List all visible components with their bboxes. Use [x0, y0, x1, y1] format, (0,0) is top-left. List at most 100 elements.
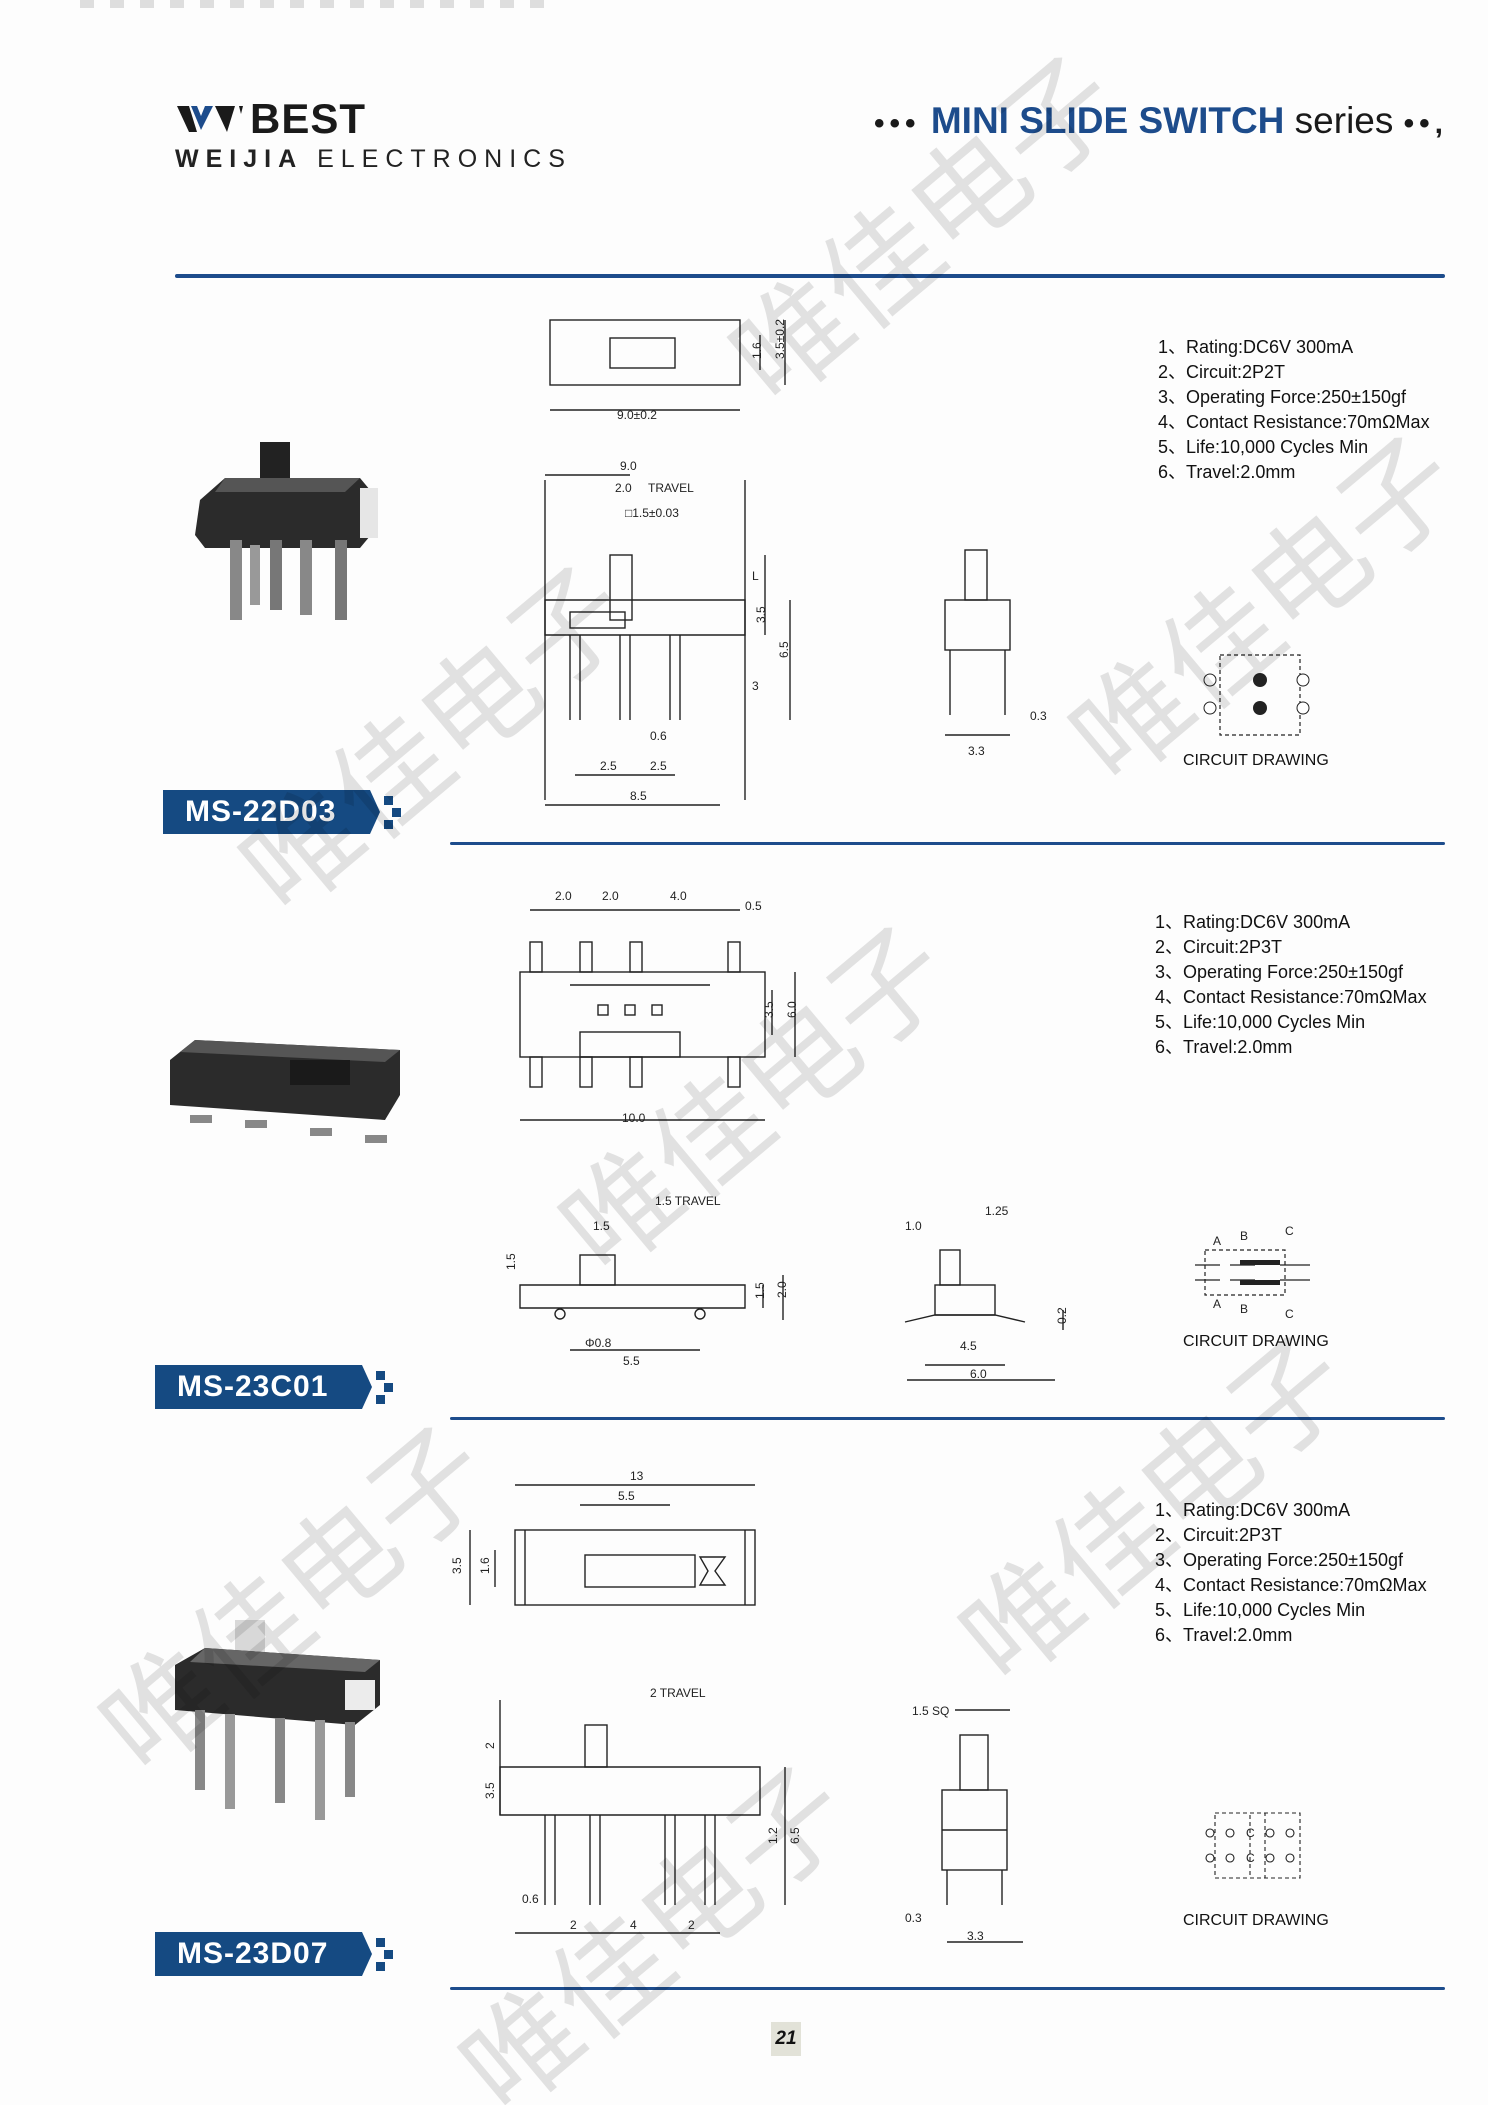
dim-base: 8.5	[630, 789, 647, 803]
dim-pitch-2: 2.5	[650, 759, 667, 773]
dim-pin-pitch-3: 2	[688, 1918, 695, 1932]
specs-list-ms-22d03: 1、Rating:DC6V 300mA 2、Circuit:2P2T 3、Ope…	[1158, 335, 1430, 485]
circuit-letter-a-2: A	[1213, 1297, 1221, 1311]
circuit-diagram-ms-22d03	[1203, 654, 1310, 736]
circuit-letter-c-2: C	[1285, 1307, 1294, 1321]
company-name-bold: WEIJIA	[175, 145, 304, 173]
front-view-ms-23d07: 2 TRAVEL 2 3.5 1.2 6.5 0.6 2 4 2	[483, 1686, 802, 1934]
dim-pin: 0.6	[522, 1892, 539, 1906]
model-name: MS-23D07	[155, 1932, 351, 1976]
switch-photo-ms-22d03	[195, 442, 378, 620]
circuit-letter-b-2: B	[1240, 1302, 1248, 1316]
dim-side-3: 0.2	[1055, 1307, 1069, 1324]
section-rule-1	[450, 842, 1445, 845]
dim-knob-square: 1.5 SQ	[912, 1704, 949, 1718]
spec-rating: 1、Rating:DC6V 300mA	[1158, 337, 1354, 357]
model-tag-ms-23d07: MS-23D07	[155, 1932, 400, 1976]
spec-travel: 6、Travel:2.0mm	[1158, 462, 1296, 482]
dimension-drawing-ms-22d03: 9.0±0.2 1.6 3.5±0.2 9.0 2.0 TRAVEL □1.5±…	[544, 319, 791, 806]
spec-operating-force: 3、Operating Force:250±150gf	[1155, 962, 1404, 982]
dim-travel: 2 TRAVEL	[650, 1686, 706, 1700]
dim-pin-width: 0.6	[650, 729, 667, 743]
model-tag-ms-23c01: MS-23C01	[155, 1365, 400, 1409]
spec-contact-resistance: 4、Contact Resistance:70mΩMax	[1155, 987, 1427, 1007]
dim-pitch-3: 4.0	[670, 889, 687, 903]
dim-side-1: 1.0	[905, 1219, 922, 1233]
spec-operating-force: 3、Operating Force:250±150gf	[1158, 387, 1407, 407]
dim-t1: 2	[483, 1742, 497, 1749]
brand-name: BEST	[250, 95, 367, 142]
side-view-ms-23d07: 1.5 SQ 0.3 3.3	[905, 1704, 1023, 1943]
page-number: 21	[771, 2022, 801, 2056]
dim-body-height-1: 1.5	[753, 1282, 767, 1299]
section-rule-3	[450, 1987, 1445, 1990]
dim-hole-spacing: 5.5	[623, 1354, 640, 1368]
circuit-diagram-ms-23c01: A B C A B C	[1195, 1224, 1310, 1321]
dim-h2: 1.6	[478, 1557, 492, 1574]
circuit-drawing-label: CIRCUIT DRAWING	[1183, 1912, 1329, 1929]
dim-side-5: 6.0	[970, 1367, 987, 1381]
dim-side-pin: 0.3	[905, 1911, 922, 1925]
switch-photo-ms-23d07	[175, 1620, 380, 1820]
dim-h1: 3.5	[754, 606, 768, 623]
dim-h3: 3	[752, 679, 759, 693]
top-view-ms-23d07: 13 5.5 3.5 1.6	[450, 1469, 756, 1606]
dim-knob: □1.5±0.03	[625, 506, 679, 520]
section-rule-2	[450, 1417, 1445, 1420]
model-tag-ms-22d03: MS-22D03	[163, 790, 408, 834]
spec-life: 5、Life:10,000 Cycles Min	[1155, 1012, 1366, 1032]
dim-side-4: 4.5	[960, 1339, 977, 1353]
series-title: ••• MINI SLIDE SWITCH series ••,	[874, 100, 1448, 142]
company-name: WEIJIA ELECTRONICS	[175, 145, 572, 174]
tag-chevron-icon	[350, 1932, 394, 1976]
dim-h2: 6.0	[785, 1001, 799, 1018]
spec-contact-resistance: 4、Contact Resistance:70mΩMax	[1158, 412, 1430, 432]
dim-t4: 6.5	[788, 1827, 802, 1844]
dim-side-width: 3.3	[967, 1929, 984, 1943]
front-view-ms-23c01: 1.5 TRAVEL 1.5 1.5 1.5 2.0 Φ0.8 5.5	[505, 1194, 789, 1368]
spec-circuit: 2、Circuit:2P3T	[1155, 937, 1283, 957]
circuit-letter-c: C	[1285, 1224, 1294, 1238]
dim-width: 13	[630, 1469, 644, 1483]
series-dots-right: ••,	[1403, 107, 1448, 140]
tag-chevron-icon	[358, 790, 402, 834]
dim-knob: 1.5	[593, 1219, 610, 1233]
dim-h2: 6.5	[777, 641, 791, 658]
model-name: MS-23C01	[155, 1365, 351, 1409]
side-view-ms-23c01: 1.0 1.25 0.2 4.5 6.0	[904, 1204, 1069, 1381]
circuit-drawing-label: CIRCUIT DRAWING	[1183, 752, 1329, 769]
dim-knob-height: 1.5	[505, 1253, 518, 1270]
dim-body-height-2: 2.0	[775, 1281, 789, 1298]
scan-artifact	[80, 0, 560, 8]
dim-side-width: 3.3	[968, 744, 985, 758]
spec-life: 5、Life:10,000 Cycles Min	[1158, 437, 1369, 457]
dim-knob: 5.5	[618, 1489, 635, 1503]
spec-rating: 1、Rating:DC6V 300mA	[1155, 1500, 1351, 1520]
dim-top-width: 9.0±0.2	[617, 408, 657, 422]
dim-side-2: 3.5±0.2	[773, 319, 787, 359]
spec-travel: 6、Travel:2.0mm	[1155, 1037, 1293, 1057]
series-title-bold: MINI SLIDE SWITCH	[930, 100, 1285, 141]
specs-list-ms-23d07: 1、Rating:DC6V 300mA 2、Circuit:2P3T 3、Ope…	[1155, 1498, 1427, 1648]
switch-photo-ms-23c01	[170, 1040, 400, 1143]
dim-t3: 1.2	[766, 1827, 780, 1844]
dim-hole: Φ0.8	[585, 1336, 612, 1350]
dim-travel-label: TRAVEL	[648, 481, 694, 495]
circuit-letter-a: A	[1213, 1234, 1221, 1248]
dim-side-2: 1.25	[985, 1204, 1009, 1218]
dim-front-width: 9.0	[620, 459, 637, 473]
model-name: MS-22D03	[163, 790, 359, 834]
side-view-ms-22d03: 3.3 0.3	[944, 549, 1047, 758]
brand-logo: BEST	[175, 95, 366, 143]
dim-side-pin: 0.3	[1030, 709, 1047, 723]
series-dots-left: •••	[874, 107, 921, 140]
specs-list-ms-23c01: 1、Rating:DC6V 300mA 2、Circuit:2P3T 3、Ope…	[1155, 910, 1427, 1060]
spec-travel: 6、Travel:2.0mm	[1155, 1625, 1293, 1645]
spec-operating-force: 3、Operating Force:250±150gf	[1155, 1550, 1404, 1570]
company-name-rest: ELECTRONICS	[317, 145, 572, 173]
dim-pin-pitch-1: 2	[570, 1918, 577, 1932]
spec-contact-resistance: 4、Contact Resistance:70mΩMax	[1155, 1575, 1427, 1595]
dim-width: 10.0	[622, 1111, 646, 1125]
dim-l: L	[752, 569, 759, 583]
